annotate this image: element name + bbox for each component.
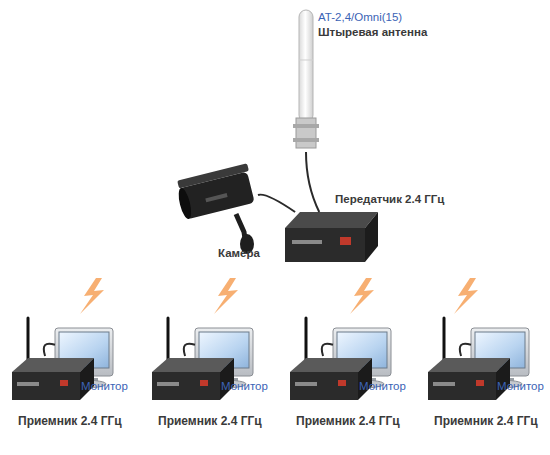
receiver-node: Приемник 2.4 ГГц — [426, 356, 510, 400]
cable-connector — [184, 344, 195, 356]
radio-sign — [214, 278, 238, 314]
receiver-node: Приемник 2.4 ГГц — [288, 356, 372, 400]
device-label: Приемник 2.4 ГГц — [296, 414, 400, 428]
monitor-node: Монитор — [195, 328, 253, 380]
transmitter-front — [285, 228, 365, 262]
camera-body-group — [174, 163, 256, 220]
device-label: Монитор — [359, 379, 406, 393]
receiver-node: Приемник 2.4 ГГц — [150, 356, 234, 400]
monitor-node: Монитор — [471, 328, 529, 380]
transmitter-badge — [292, 240, 322, 244]
camera-illustration — [174, 163, 256, 254]
device-label: Приемник 2.4 ГГц — [158, 414, 262, 428]
cable-connector — [306, 152, 319, 212]
cable-line — [258, 195, 295, 212]
monitor-node: Монитор — [333, 328, 391, 380]
device-label: Камера — [218, 246, 260, 260]
receiver-node: Приемник 2.4 ГГц — [10, 356, 94, 400]
antenna-tube — [299, 10, 313, 122]
cable-line — [44, 344, 55, 356]
cable-line — [306, 152, 319, 212]
cable-line — [184, 344, 195, 356]
device-label: Приемник 2.4 ГГц — [434, 414, 538, 428]
antenna-illustration — [293, 10, 319, 148]
camera-badge — [205, 193, 227, 202]
antenna-node: AT-2,4/Omni(15)Штыревая антенна — [296, 12, 316, 152]
cable-connector — [322, 344, 333, 356]
radio-signs — [80, 278, 478, 314]
radio-sign — [350, 278, 374, 314]
camera-node: Камера — [178, 168, 258, 252]
antenna-bracket — [296, 118, 316, 148]
radio-sign — [454, 278, 478, 314]
cable-line — [322, 344, 333, 356]
antenna-clamp — [293, 124, 319, 128]
device-label: Монитор — [497, 379, 544, 393]
camera-lens — [176, 187, 193, 220]
device-label: Монитор — [81, 379, 128, 393]
cable-connector — [44, 344, 55, 356]
cable-line — [460, 344, 471, 356]
cable-connector — [258, 195, 295, 212]
transmitter-top — [285, 212, 378, 228]
monitor-node: Монитор — [55, 328, 113, 380]
cable-connector — [460, 344, 471, 356]
antenna-model: AT-2,4/Omni(15) — [318, 10, 402, 24]
antenna-clamp — [293, 138, 319, 142]
transmitter-node: Передатчик 2.4 ГГц — [285, 212, 378, 262]
device-label: Приемник 2.4 ГГц — [18, 414, 122, 428]
transmitter-illustration — [285, 212, 378, 262]
radio-sign — [80, 278, 104, 314]
device-label: Монитор — [221, 379, 268, 393]
device-label: Передатчик 2.4 ГГц — [335, 192, 444, 206]
transmitter-side — [365, 212, 378, 262]
transmitter-switch — [340, 237, 351, 245]
antenna-band — [299, 60, 313, 61]
antenna-name: Штыревая антенна — [318, 25, 427, 39]
